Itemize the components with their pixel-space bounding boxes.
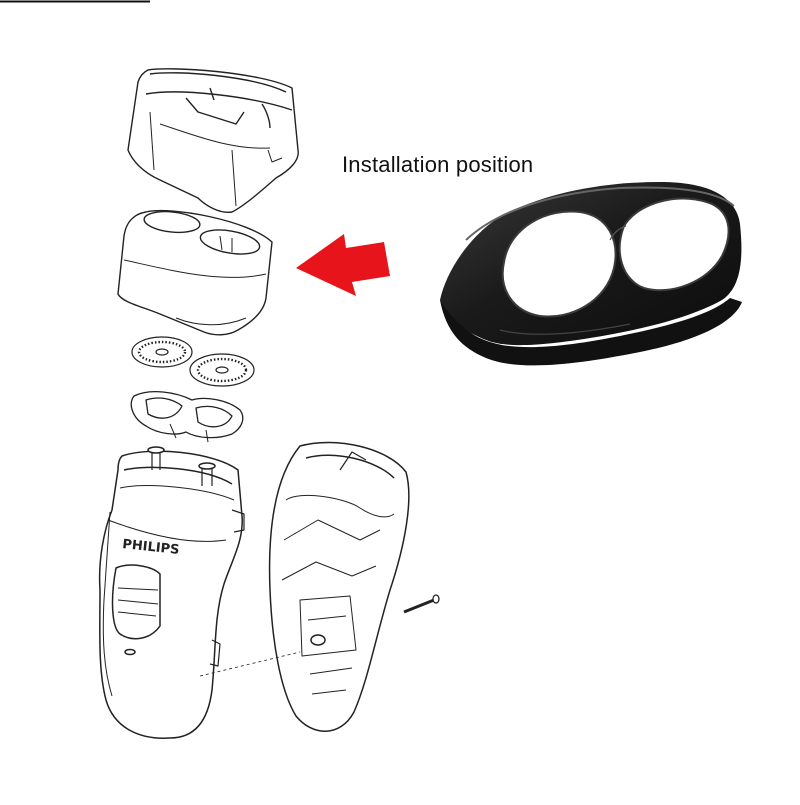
cutter-holder [130, 390, 244, 443]
head-frame-outline [117, 209, 273, 336]
head-frame-part [440, 182, 742, 366]
installation-caption: Installation position [342, 152, 534, 177]
screw [403, 594, 440, 614]
shaver-brand-label: PHILIPS [122, 537, 181, 558]
alignment-line [199, 651, 301, 677]
cutter-left [131, 336, 193, 368]
cutter-right [189, 353, 255, 387]
red-arrow-left-icon [296, 234, 390, 296]
shaver-cap [127, 68, 299, 213]
back-housing [268, 441, 410, 732]
shaver-body [98, 446, 245, 739]
